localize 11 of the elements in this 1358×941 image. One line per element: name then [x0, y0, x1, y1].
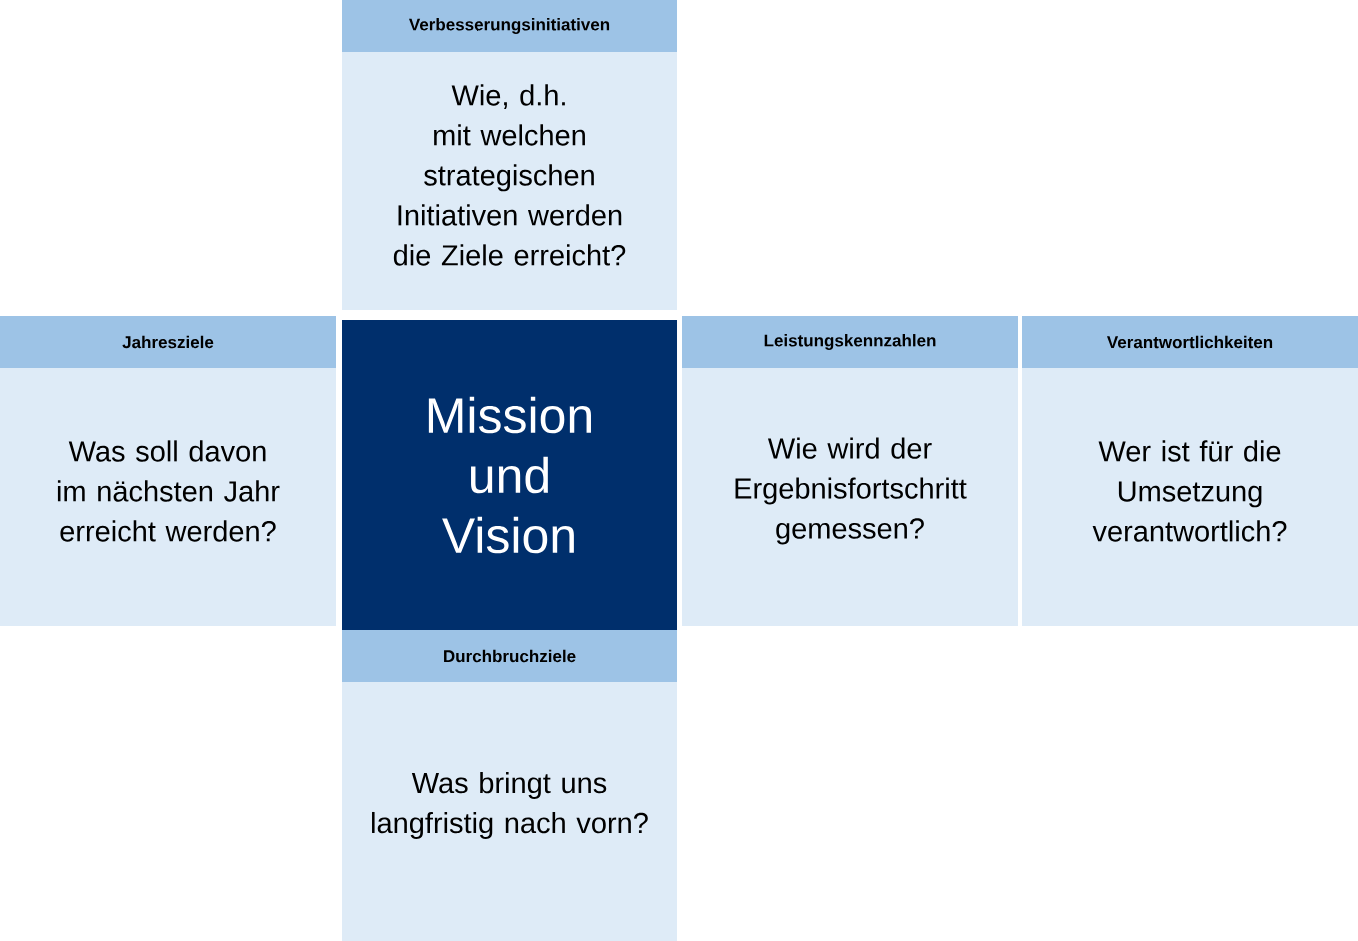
panel-body: Wie, d.h. mit welchen strategischen Initiativen werden die Ziele erreicht? — [342, 52, 677, 310]
panel-body: Wie wird der Ergebnisfortschritt gemessen? — [682, 368, 1018, 626]
mission-box: Mission und Vision — [342, 320, 677, 630]
panel-header: Leistungskennzahlen — [682, 316, 1018, 368]
panel-header: Verbesserungsinitiativen — [342, 0, 677, 52]
panel-body: Was soll davon im nächsten Jahr erreicht werden? — [0, 368, 336, 626]
panel-header: Jahresziele — [0, 316, 336, 368]
panel-header: Durchbruchziele — [342, 630, 677, 682]
panel-body: Was bringt uns langfristig nach vorn? — [342, 682, 677, 941]
panel-header: Verantwortlichkeiten — [1022, 316, 1358, 368]
panel-body: Wer ist für die Umsetzung verantwortlich? — [1022, 368, 1358, 626]
